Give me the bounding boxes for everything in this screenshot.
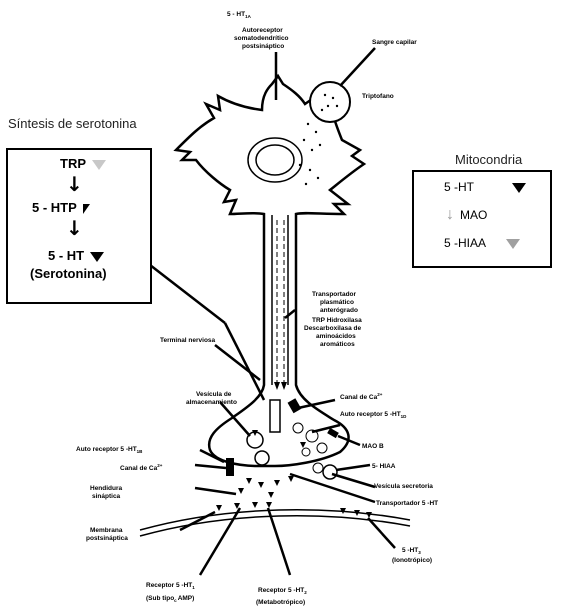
synthesis-ht-row: 5 - HT bbox=[48, 248, 104, 263]
soma-tryptophan-dots bbox=[299, 123, 321, 185]
mao-b-block bbox=[327, 428, 339, 438]
ca-channel-top bbox=[288, 398, 302, 413]
synthesis-trp-row: TRP bbox=[60, 156, 106, 171]
label-mao-b: MAO B bbox=[362, 443, 384, 450]
transport-arrowhead-1 bbox=[274, 382, 280, 390]
label-autoreceptor-soma-3: postsináptico bbox=[242, 43, 284, 50]
label-autoreceptor-1d: Auto receptor 5 -HT1D bbox=[340, 411, 407, 419]
label-receptor1-subtype: (Sub tipocAMP) bbox=[146, 595, 194, 603]
nucleus-inner bbox=[256, 145, 294, 175]
label-autoreceptor-1b: Auto receptor 5 -HT1B bbox=[76, 446, 143, 454]
label-autoreceptor-soma: Autoreceptor bbox=[242, 27, 283, 34]
label-receptor1: Receptor 5 -HT1 bbox=[146, 582, 195, 590]
mito-box: 5 -HT ↓ MAO 5 -HIAA bbox=[412, 170, 552, 268]
mito-heading: Mitocondria bbox=[455, 152, 522, 167]
label-transporter-2: plasmático bbox=[320, 299, 354, 306]
synthesis-htp-label: 5 - HTP bbox=[32, 200, 77, 215]
label-tryptophan: Triptofano bbox=[362, 93, 394, 100]
synthesis-htp-row: 5 - HTP bbox=[32, 200, 90, 215]
blood-capillary bbox=[310, 82, 350, 122]
label-membrane-2: postsináptica bbox=[86, 535, 128, 542]
label-5ht1a: 5 - HT1A bbox=[227, 11, 252, 19]
mito-5ht-row: 5 -HT bbox=[444, 180, 526, 194]
ht-black-triangle-icon bbox=[90, 252, 104, 262]
label-5hiaa: 5- HIAA bbox=[372, 463, 396, 470]
synthesis-trp-label: TRP bbox=[60, 156, 86, 171]
storage-vesicle-2 bbox=[255, 451, 269, 465]
label-transporter-3: anterógrado bbox=[320, 307, 358, 314]
htp-half-triangle-icon bbox=[83, 204, 90, 214]
label-receptor2-meta: (Metabotrópico) bbox=[256, 599, 305, 606]
label-transporter-6: aminoácidos bbox=[316, 333, 356, 340]
terminal-rect bbox=[270, 400, 280, 432]
label-nerve-terminal: Terminal nerviosa bbox=[160, 337, 216, 344]
synthesis-box: TRP ↓ 5 - HTP ↓ 5 - HT (Serotonina) bbox=[6, 148, 152, 304]
label-transporter-5ht: Transportador 5 -HT bbox=[376, 500, 438, 507]
mito-5hiaa-row: 5 -HIAA bbox=[444, 236, 520, 250]
label-transporter-5: Descarboxilasa de bbox=[304, 325, 361, 332]
label-transporter-7: aromáticos bbox=[320, 341, 355, 348]
label-5ht3-paren: (Ionotrópico) bbox=[392, 557, 432, 564]
label-secretory-vesicle: Vesícula secretoria bbox=[374, 483, 433, 490]
synthesis-serotonina: (Serotonina) bbox=[30, 266, 107, 281]
vesicle-c bbox=[317, 443, 327, 453]
secretory-vesicle bbox=[323, 465, 337, 479]
synthesis-heading: Síntesis de serotonina bbox=[8, 116, 137, 131]
vesicle-a bbox=[293, 423, 303, 433]
label-autoreceptor-soma-2: somatodendrítico bbox=[234, 35, 289, 42]
label-transporter-4: TRP Hidroxilasa bbox=[312, 317, 362, 324]
mito-black-triangle-icon bbox=[512, 183, 526, 193]
synthesis-ht-label: 5 - HT bbox=[48, 248, 84, 263]
trp-light-triangle-icon bbox=[92, 160, 106, 170]
label-ca-channel-top: Canal de Ca2+ bbox=[340, 392, 383, 401]
label-storage-vesicle-2: almacenamiento bbox=[186, 399, 237, 406]
transport-arrowhead-2 bbox=[281, 382, 287, 390]
label-synaptic-cleft-1: Hendidura bbox=[90, 485, 123, 492]
ca-channel-left bbox=[226, 458, 234, 476]
mito-5ht-label: 5 -HT bbox=[444, 180, 474, 194]
label-receptor2: Receptor 5 -HT2 bbox=[258, 587, 307, 595]
mito-arrow-icon: ↓ bbox=[446, 206, 454, 224]
mito-gray-triangle-icon bbox=[506, 239, 520, 249]
synthesis-arrow-1-icon: ↓ bbox=[66, 174, 83, 194]
secretory-vesicle-2 bbox=[313, 463, 323, 473]
label-ca-channel-left: Canal de Ca2+ bbox=[120, 463, 163, 472]
label-blood-capillary: Sangre capilar bbox=[372, 39, 417, 46]
mito-5hiaa-label: 5 -HIAA bbox=[444, 236, 486, 250]
label-synaptic-cleft-2: sináptica bbox=[92, 493, 121, 500]
label-5ht3: 5 -HT3 bbox=[402, 547, 421, 555]
mito-mao: MAO bbox=[460, 208, 487, 222]
synthesis-arrow-2-icon: ↓ bbox=[66, 218, 83, 238]
label-storage-vesicle-1: Vesícula de bbox=[196, 391, 232, 398]
label-transporter-1: Transportador bbox=[312, 291, 357, 298]
label-membrane-1: Membrana bbox=[90, 527, 123, 534]
vesicle-d bbox=[302, 448, 310, 456]
